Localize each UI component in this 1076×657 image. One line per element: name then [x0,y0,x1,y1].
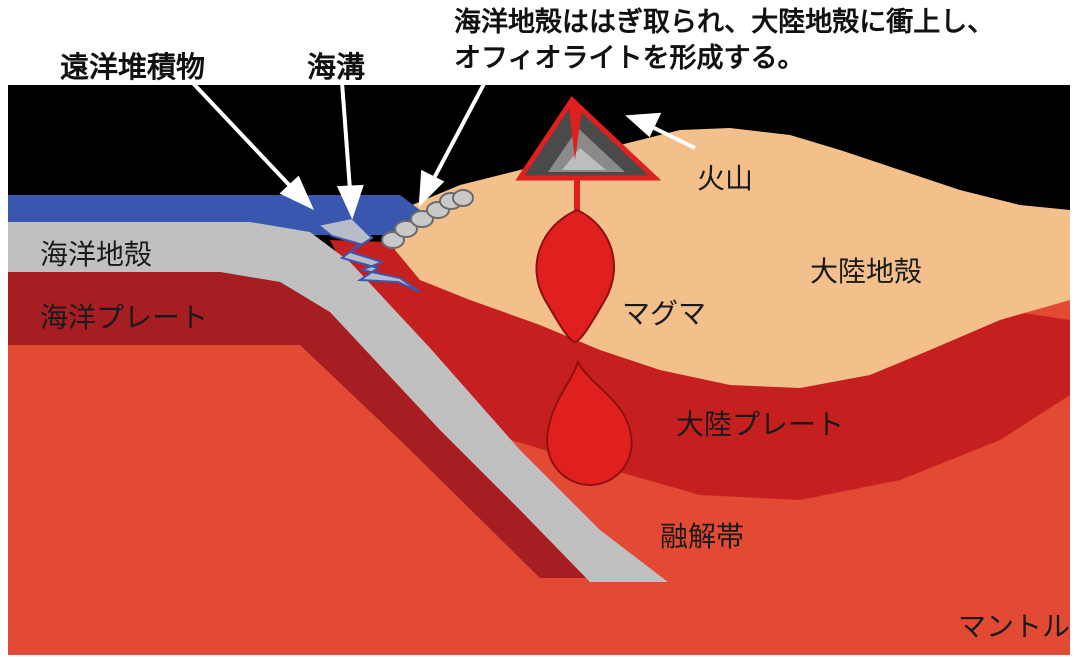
label-pelagic-sediment: 遠洋堆積物 [60,44,205,86]
label-oceanic-plate: 海洋プレート [40,296,208,336]
label-obduction-line2: オフィオライトを形成する。 [454,42,804,75]
label-continental-crust: 大陸地殻 [810,250,922,290]
label-volcano: 火山 [697,157,753,197]
label-mantle: マントル [958,605,1070,645]
label-oceanic-crust: 海洋地殻 [40,233,152,273]
label-continental-plate: 大陸プレート [676,403,844,443]
pebble [453,190,473,206]
label-obduction-line1: 海洋地殻ははぎ取られ、大陸地殻に衝上し、 [454,6,994,39]
label-magma: マグマ [622,292,706,332]
label-trench: 海溝 [307,44,365,86]
label-melting-zone: 融解帯 [660,515,744,555]
